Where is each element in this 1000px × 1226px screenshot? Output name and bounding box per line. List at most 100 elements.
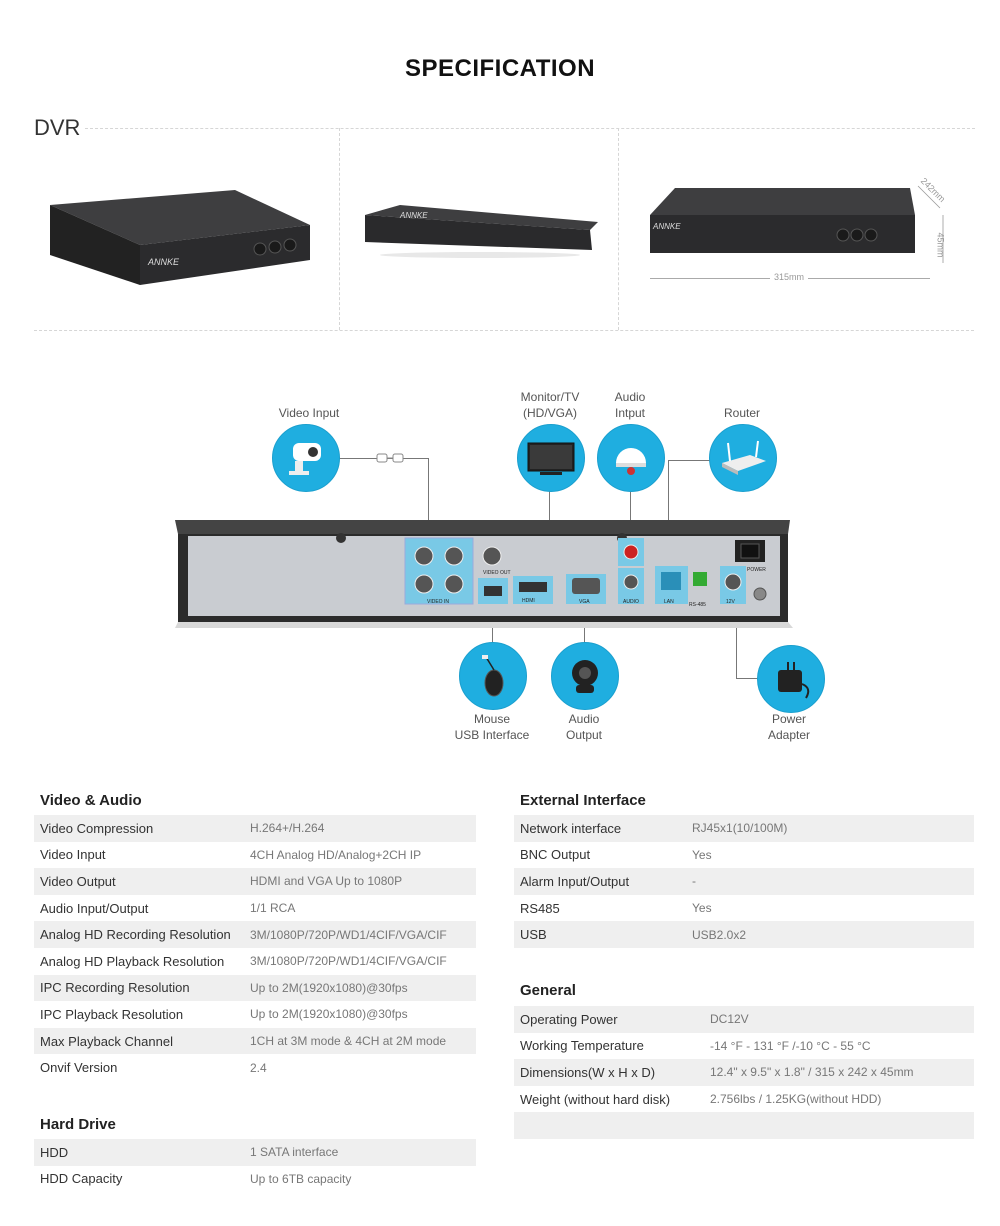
table-row: Weight (without hard disk) 2.756lbs / 1.2… [514,1086,974,1113]
spec-value: 4CH Analog HD/Analog+2CH IP [250,847,422,862]
divider [339,128,340,330]
table-row [514,1112,974,1139]
connector-line [668,460,742,461]
divider [34,330,974,331]
dvr-front-dimension-image: ANNKE [650,185,944,263]
spec-key: Video Input [40,847,106,863]
mouse-label: Mouse USB Interface [454,712,530,742]
svg-text:ANNKE: ANNKE [652,222,681,231]
spec-value: 1CH at 3M mode & 4CH at 2M mode [250,1034,447,1049]
section-title-video-audio: Video & Audio [40,792,142,809]
spec-key: Analog HD Playback Resolution [40,953,225,969]
mouse-icon [459,642,527,710]
connector-line [428,458,429,544]
spec-value: Up to 2M(1920x1080)@30fps [250,980,408,995]
divider [85,128,975,129]
audio-input-label: Audio Intput [614,390,646,420]
spec-key: Max Playback Channel [40,1033,173,1049]
table-row: Dimensions(W x H x D)12.4" x 9.5" x 1.8"… [514,1059,974,1086]
table-row: Audio Input/Output 1/1 RCA [34,895,476,922]
table-row: BNC Output Yes [514,842,974,869]
speaker-icon [551,642,619,710]
camera-icon [272,424,340,492]
spec-value: 2.4 [250,1060,267,1075]
spec-value: - [692,874,696,889]
dvr-rear-panel: VIDEO IN VIDEO OUT HDMI VGA AUDIO LAN RS… [175,520,793,628]
spec-key: Video Compression [40,820,154,836]
connector-line [630,488,631,543]
video-input-label: Video Input [278,406,340,420]
spec-value: USB2.0x2 [692,927,747,942]
table-row: Operating Power DC12V [514,1006,974,1033]
spec-value: Up to 6TB capacity [250,1171,352,1186]
spec-value: 12.4" x 9.5" x 1.8" / 315 x 242 x 45mm [710,1065,914,1080]
vga-port-label: VGA [579,599,590,605]
spec-value: 2.756lbs / 1.25KG(without HDD) [710,1092,882,1107]
spec-key: HDD Capacity [40,1171,123,1187]
monitor-label: Monitor/TV (HD/VGA) [520,390,580,420]
svg-text:ANNKE: ANNKE [399,211,428,220]
spec-key: BNC Output [520,847,591,863]
router-label: Router [723,406,761,420]
router-icon [709,424,777,492]
rs485-port-label: RS-485 [689,602,706,608]
dvr-section-label: DVR [34,115,81,140]
general-table: Operating Power DC12V Working Temperature -… [514,1006,974,1139]
spec-key: IPC Recording Resolution [40,980,190,996]
section-title-external-interface: External Interface [520,792,646,809]
power-switch-label: POWER [747,567,766,573]
spec-key: HDD [40,1144,69,1160]
monitor-icon [517,424,585,492]
spec-key: RS485 [520,900,560,916]
spec-key: Working Temperature [520,1038,644,1054]
spec-key: Audio Input/Output [40,900,149,916]
spec-value: H.264+/H.264 [250,821,325,836]
table-row: Working Temperature -14 °F - 131 °F /-10 … [514,1033,974,1060]
table-row: HDD Capacity Up to 6TB capacity [34,1166,476,1193]
spec-value: DC12V [710,1012,749,1027]
spec-value: 3M/1080P/720P/WD1/4CIF/VGA/CIF [250,927,447,942]
spec-key: Alarm Input/Output [520,873,630,889]
video-in-port-label: VIDEO IN [427,599,449,605]
spec-value: 3M/1080P/720P/WD1/4CIF/VGA/CIF [250,954,447,969]
table-row: IPC Recording Resolution Up to 2M(1920x10… [34,974,476,1002]
video-out-port-label: VIDEO OUT [483,570,511,576]
power-adapter-icon [757,645,825,713]
external-interface-table: Network interface RJ45x1(10/100M) BNC Outp… [514,815,974,948]
divider [618,128,619,330]
table-row: Network interface RJ45x1(10/100M) [514,815,974,842]
table-row: Video Compression H.264+/H.264 [34,815,476,842]
section-title-hard-drive: Hard Drive [40,1116,116,1133]
microphone-icon [597,424,665,492]
lan-port-label: LAN [664,599,674,605]
brand-logo: ANNKE [147,257,180,267]
spec-key: Weight (without hard disk) [520,1091,671,1107]
spec-value: 1/1 RCA [250,901,296,916]
spec-key: Analog HD Recording Resolution [40,927,231,943]
connector-line [668,460,669,572]
connector-line [584,624,585,644]
spec-key: USB [520,927,547,943]
spec-key: Operating Power [520,1011,618,1027]
section-title-general: General [520,982,576,999]
spec-value: RJ45x1(10/100M) [692,821,788,836]
spec-key: Video Output [40,873,116,889]
width-dimension: 315mm [770,272,809,282]
table-row: Max Playback Channel 1CH at 3M mode & 4CH… [34,1027,476,1055]
spec-value: Yes [692,847,712,862]
page-title: SPECIFICATION [404,55,596,82]
table-row: Analog HD Recording Resolution 3M/1080P/7… [34,921,476,948]
spec-key: Network interface [520,820,622,836]
spec-value: 1 SATA interface [250,1145,339,1160]
connector-line [736,678,760,679]
spec-value: -14 °F - 131 °F /-10 °C - 55 °C [710,1038,871,1053]
dvr-front-angle-image: ANNKE [50,190,310,285]
table-row: USB USB2.0x2 [514,921,974,948]
spec-value: Up to 2M(1920x1080)@30fps [250,1007,408,1022]
table-row: Alarm Input/Output - [514,868,974,895]
